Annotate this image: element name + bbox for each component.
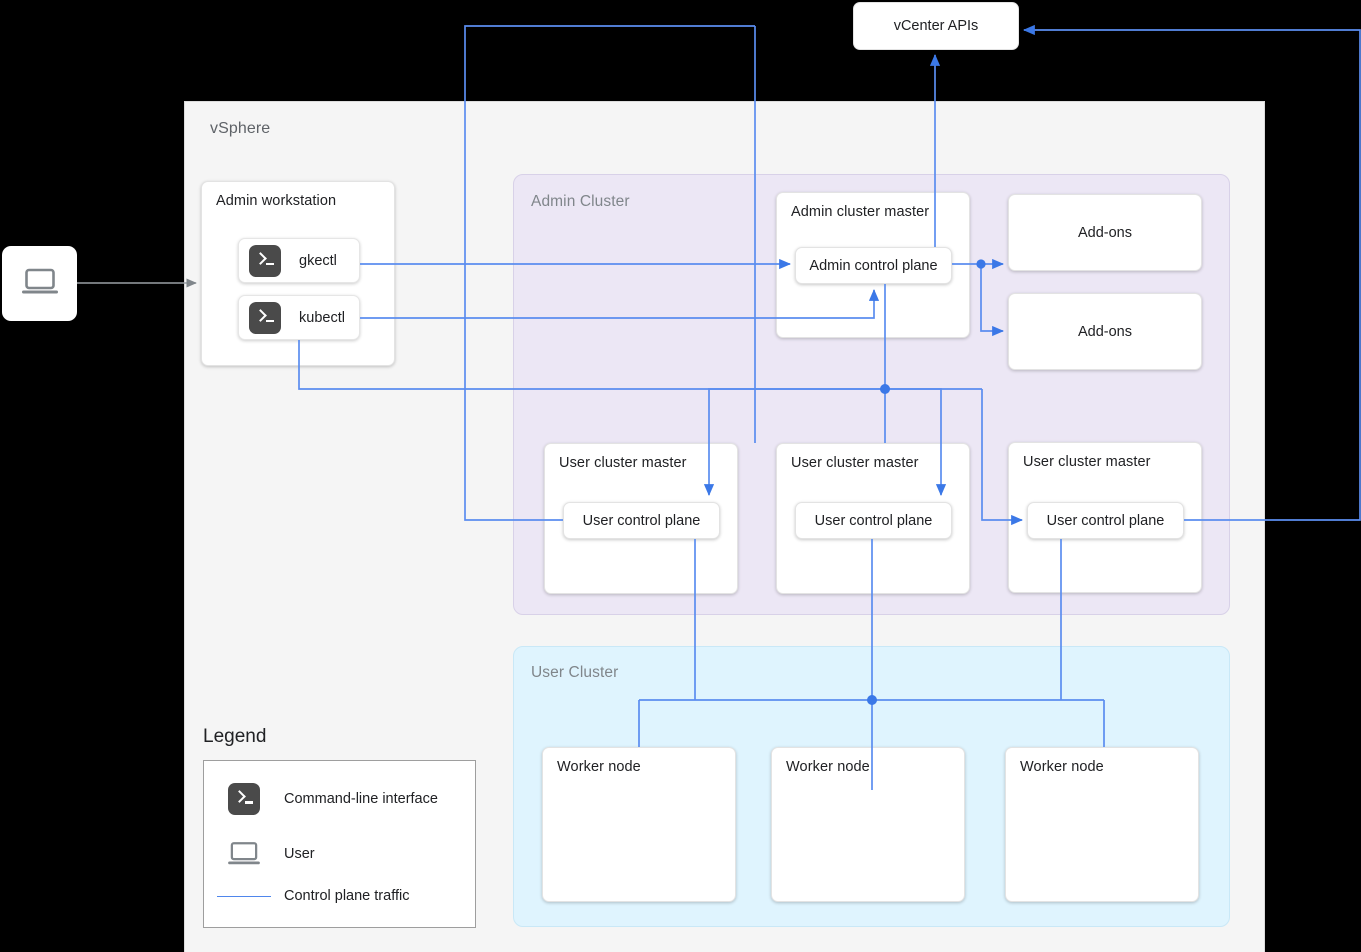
laptop-icon <box>204 840 284 868</box>
worker-2-title: Worker node <box>786 759 870 775</box>
region-admin-cluster-label: Admin Cluster <box>531 193 630 210</box>
legend-item-cli-label: Command-line interface <box>284 791 438 807</box>
user-cluster-master-2-title: User cluster master <box>791 455 919 471</box>
admin-workstation-title: Admin workstation <box>216 193 337 209</box>
laptop-icon <box>20 266 60 301</box>
node-worker-1[interactable]: Worker node <box>542 747 736 902</box>
user-cluster-master-3-title: User cluster master <box>1023 454 1151 470</box>
legend-title: Legend <box>203 726 267 747</box>
user-control-plane-3-label: User control plane <box>1046 512 1165 529</box>
worker-3-title: Worker node <box>1020 759 1104 775</box>
legend-item-cli: Command-line interface <box>204 783 475 815</box>
control-plane-traffic-line-icon <box>204 895 284 897</box>
terminal-icon <box>249 301 281 334</box>
admin-control-plane-label: Admin control plane <box>809 257 938 274</box>
cli-chip-kubectl[interactable]: kubectl <box>238 295 360 340</box>
terminal-icon <box>204 783 284 815</box>
legend-item-user-label: User <box>284 846 315 862</box>
node-user-control-plane-2[interactable]: User control plane <box>795 502 952 539</box>
node-admin-control-plane[interactable]: Admin control plane <box>795 247 952 284</box>
addons-2-label: Add-ons <box>1077 323 1132 340</box>
node-addons-2[interactable]: Add-ons <box>1008 293 1202 370</box>
node-worker-3[interactable]: Worker node <box>1005 747 1199 902</box>
user-control-plane-2-label: User control plane <box>814 512 933 529</box>
legend-item-user: User <box>204 840 475 868</box>
user-cluster-master-1-title: User cluster master <box>559 455 687 471</box>
terminal-icon <box>249 244 281 277</box>
legend-box: Command-line interface User Control plan… <box>203 760 476 928</box>
user-control-plane-1-label: User control plane <box>582 512 701 529</box>
addons-1-label: Add-ons <box>1077 224 1132 241</box>
user-actor-box[interactable] <box>2 246 77 321</box>
admin-cluster-master-title: Admin cluster master <box>791 204 930 220</box>
node-worker-2[interactable]: Worker node <box>771 747 965 902</box>
worker-1-title: Worker node <box>557 759 641 775</box>
vcenter-apis-label: vCenter APIs <box>893 18 979 34</box>
cli-chip-gkectl-label: gkectl <box>299 252 337 269</box>
legend-item-traffic: Control plane traffic <box>204 888 475 904</box>
cli-chip-gkectl[interactable]: gkectl <box>238 238 360 283</box>
region-vsphere-label: vSphere <box>210 120 271 137</box>
legend-item-traffic-label: Control plane traffic <box>284 888 410 904</box>
node-vcenter-apis[interactable]: vCenter APIs <box>853 2 1019 50</box>
node-user-control-plane-1[interactable]: User control plane <box>563 502 720 539</box>
node-addons-1[interactable]: Add-ons <box>1008 194 1202 271</box>
node-user-control-plane-3[interactable]: User control plane <box>1027 502 1184 539</box>
region-user-cluster-label: User Cluster <box>531 664 619 681</box>
cli-chip-kubectl-label: kubectl <box>299 309 345 326</box>
